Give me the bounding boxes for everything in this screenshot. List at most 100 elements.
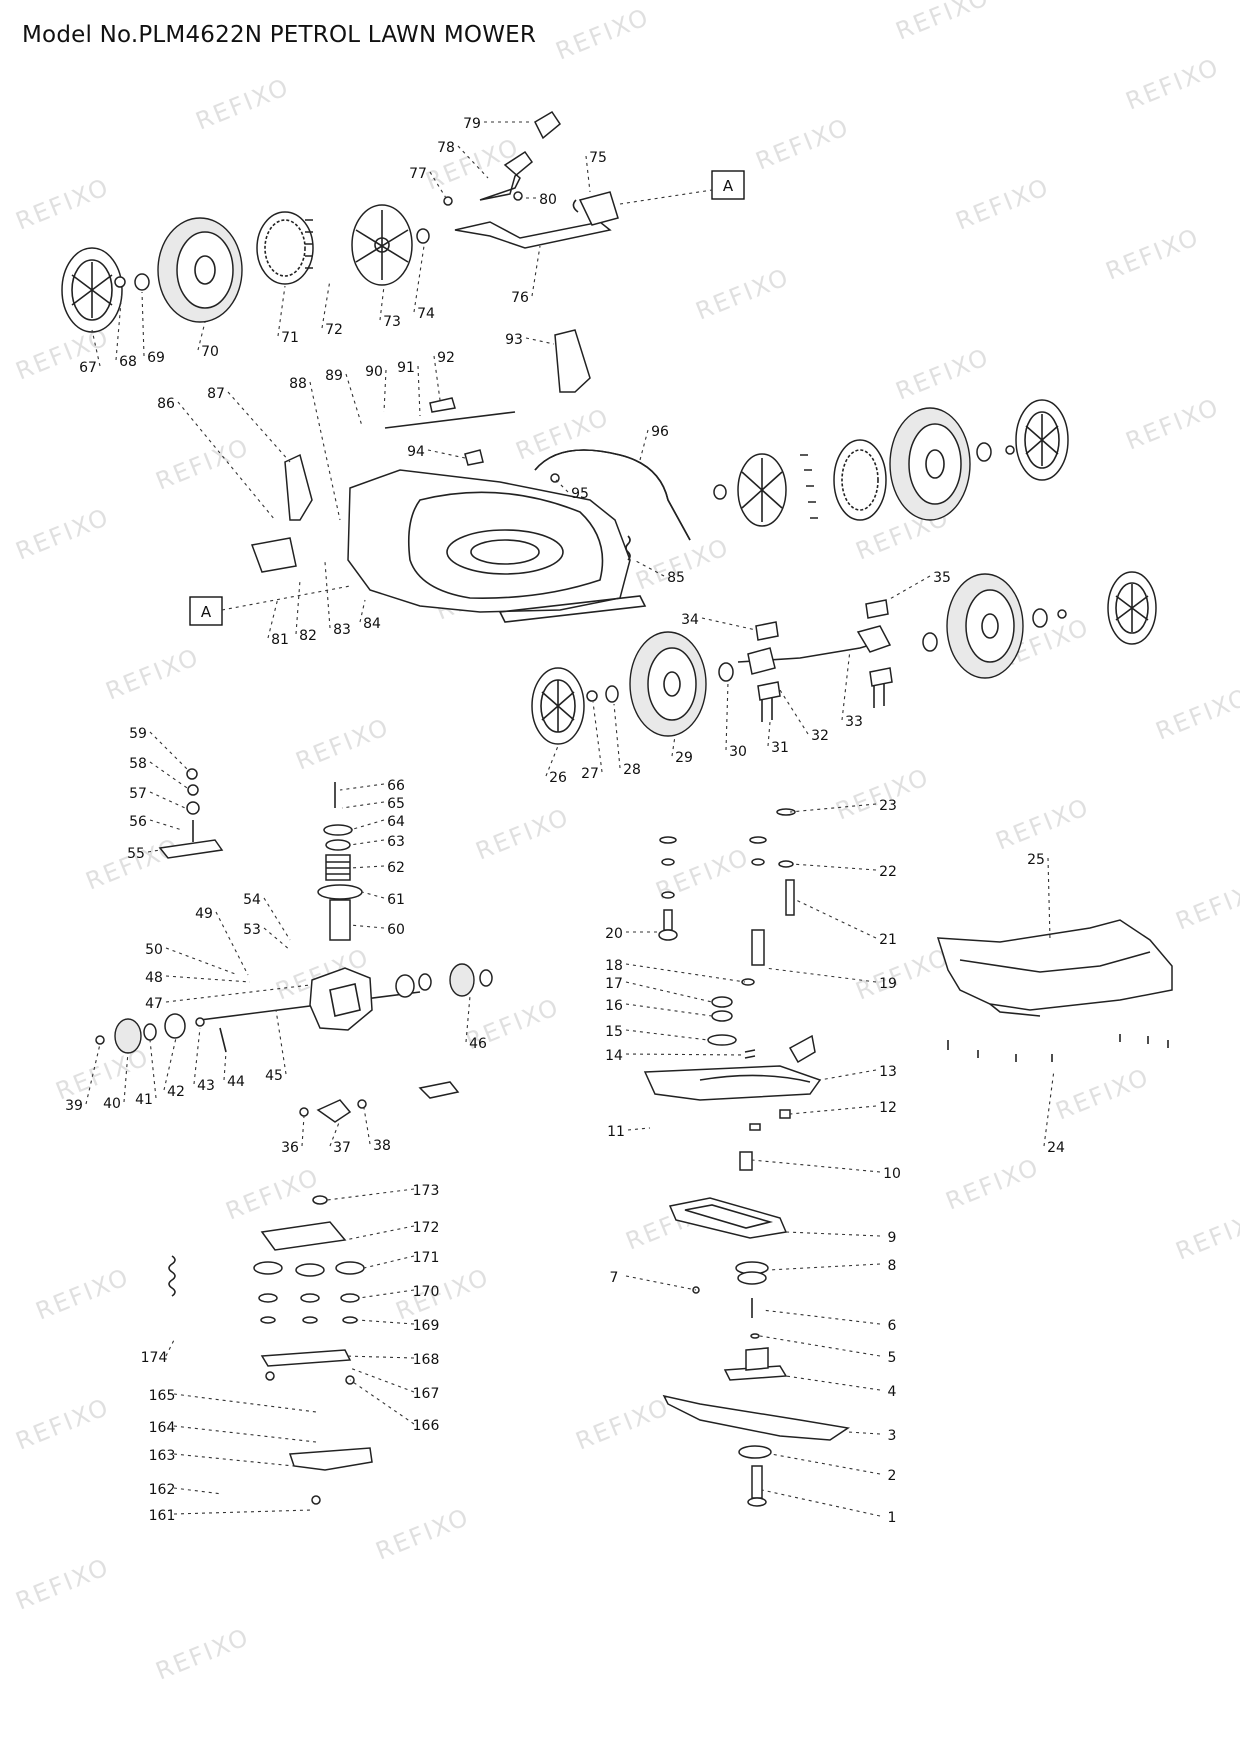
leader-line-34 <box>701 617 757 631</box>
part-label-71: 71 <box>281 330 299 346</box>
part-label-73: 73 <box>383 314 401 330</box>
leader-line-29 <box>671 735 676 757</box>
part-label-91: 91 <box>397 360 415 376</box>
leader-line-169 <box>356 1319 415 1325</box>
watermark-text: REFIXO <box>832 763 934 826</box>
part-label-70: 70 <box>201 344 219 360</box>
upper-right-wheel-assembly <box>713 399 1069 527</box>
part-label-87: 87 <box>207 386 225 402</box>
part-label-96: 96 <box>651 424 669 440</box>
part-label-32: 32 <box>811 728 829 744</box>
part-label-82: 82 <box>299 628 317 644</box>
part-label-59: 59 <box>129 726 147 742</box>
part-label-41: 41 <box>135 1092 153 1108</box>
part-label-21: 21 <box>879 932 897 948</box>
part-label-58: 58 <box>129 756 147 772</box>
leader-line-170 <box>358 1289 415 1299</box>
leader-line-76 <box>531 245 541 297</box>
leader-lines <box>85 121 1055 1517</box>
part-label-77: 77 <box>409 166 427 182</box>
part-label-60: 60 <box>387 922 405 938</box>
leader-line-40 <box>123 1051 129 1103</box>
part-label-69: 69 <box>147 350 165 366</box>
part-label-170: 170 <box>413 1284 440 1300</box>
part-label-89: 89 <box>325 368 343 384</box>
leader-line-18 <box>625 963 746 983</box>
leader-line-82 <box>295 579 301 635</box>
leader-line-164 <box>173 1425 317 1443</box>
leader-line-5 <box>759 1335 881 1357</box>
part-label-48: 48 <box>145 970 163 986</box>
part-label-18: 18 <box>605 958 623 974</box>
leader-line-166 <box>349 1379 415 1425</box>
leader-line-21 <box>795 899 877 939</box>
part-label-84: 84 <box>363 616 381 632</box>
part-label-62: 62 <box>387 860 405 876</box>
part-label-26: 26 <box>549 770 567 786</box>
leader-line-78 <box>457 145 489 179</box>
ref-marker-left: A <box>189 585 351 626</box>
part-label-37: 37 <box>333 1140 351 1156</box>
watermark-text: REFIXO <box>472 803 574 866</box>
leader-line-162 <box>173 1487 223 1495</box>
leader-line-35 <box>887 575 931 601</box>
leader-line-3 <box>847 1431 881 1435</box>
leader-line-43 <box>193 1027 201 1085</box>
leader-line-30 <box>725 681 729 751</box>
leader-line-69 <box>141 291 145 357</box>
leader-line-87 <box>227 391 291 463</box>
part-label-81: 81 <box>271 632 289 648</box>
ref-marker-top: A <box>619 170 745 205</box>
part-label-63: 63 <box>387 834 405 850</box>
leader-line-64 <box>349 819 385 831</box>
part-label-47: 47 <box>145 996 163 1012</box>
watermark-text: REFIXO <box>952 173 1054 236</box>
part-label-95: 95 <box>571 486 589 502</box>
leader-line-15 <box>625 1029 709 1041</box>
part-label-9: 9 <box>888 1230 897 1246</box>
part-label-23: 23 <box>879 798 897 814</box>
leader-line-42 <box>163 1037 177 1091</box>
part-label-15: 15 <box>605 1024 623 1040</box>
watermark-text: REFIXO <box>12 1393 114 1456</box>
leader-line-73 <box>379 285 385 321</box>
leader-line-96 <box>639 429 649 461</box>
leader-line-33 <box>841 649 851 721</box>
leader-line-67 <box>91 329 101 367</box>
leader-line-47 <box>165 984 311 1003</box>
part-label-93: 93 <box>505 332 523 348</box>
watermark-text: REFIXO <box>852 943 954 1006</box>
leader-line-31 <box>767 721 771 747</box>
leader-line-50 <box>165 947 239 976</box>
part-label-80: 80 <box>539 192 557 208</box>
leader-line-48 <box>165 975 251 983</box>
leader-line-10 <box>751 1159 881 1173</box>
leader-line-2 <box>770 1453 881 1475</box>
part-label-29: 29 <box>675 750 693 766</box>
leader-line-1 <box>761 1489 881 1517</box>
part-label-78: 78 <box>437 140 455 156</box>
watermark-text: REFIXO <box>12 173 114 236</box>
part-label-20: 20 <box>605 926 623 942</box>
watermark-text: REFIXO <box>102 643 204 706</box>
leader-line-17 <box>625 981 713 1003</box>
watermark-text: REFIXO <box>12 1553 114 1616</box>
part-label-35: 35 <box>933 570 951 586</box>
watermark-text: REFIXO <box>892 0 994 46</box>
leader-line-45 <box>275 1009 287 1075</box>
leader-line-46 <box>465 995 471 1043</box>
part-label-169: 169 <box>413 1318 440 1334</box>
part-label-34: 34 <box>681 612 699 628</box>
leader-line-32 <box>779 689 809 735</box>
leader-line-95 <box>555 479 569 493</box>
part-label-13: 13 <box>879 1064 897 1080</box>
leader-line-163 <box>173 1453 295 1467</box>
leader-line-28 <box>613 703 621 769</box>
part-label-86: 86 <box>157 396 175 412</box>
leader-line-90 <box>383 369 387 413</box>
leader-line-26 <box>545 745 559 777</box>
leader-line-49 <box>215 911 249 976</box>
ref-marker-left-label: A <box>201 603 212 621</box>
part-label-7: 7 <box>610 1270 619 1286</box>
leader-line-9 <box>785 1231 881 1237</box>
